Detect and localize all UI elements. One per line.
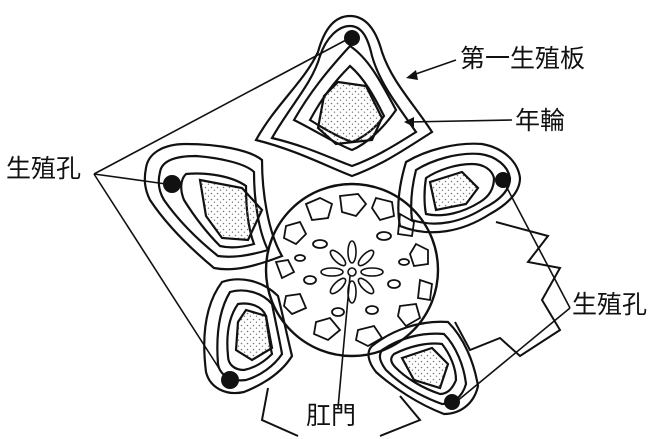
anus-label: 肛門 xyxy=(306,401,357,430)
genital-plate-lower-left xyxy=(203,278,294,395)
adjacent-test-plates xyxy=(260,221,562,437)
genital-pore-right-lower xyxy=(444,394,460,410)
genital-pore-left-upper xyxy=(163,175,181,193)
genital-pore-label-left: 生殖孔 xyxy=(6,154,82,183)
genital-plate-left xyxy=(143,142,284,271)
anus-star xyxy=(320,240,384,304)
first-genital-plate-label: 第一生殖板 xyxy=(460,44,586,73)
genital-pore-right-upper xyxy=(495,172,511,188)
genital-pore-label-right: 生殖孔 xyxy=(572,290,648,319)
growth-ring-label: 年輪 xyxy=(515,106,566,135)
genital-pore-left-lower xyxy=(221,371,239,389)
leader-lines xyxy=(93,39,571,409)
genital-plate-right xyxy=(397,142,522,234)
periproct xyxy=(264,182,440,358)
genital-plate-top xyxy=(254,14,434,178)
genital-pore-top xyxy=(344,30,360,46)
